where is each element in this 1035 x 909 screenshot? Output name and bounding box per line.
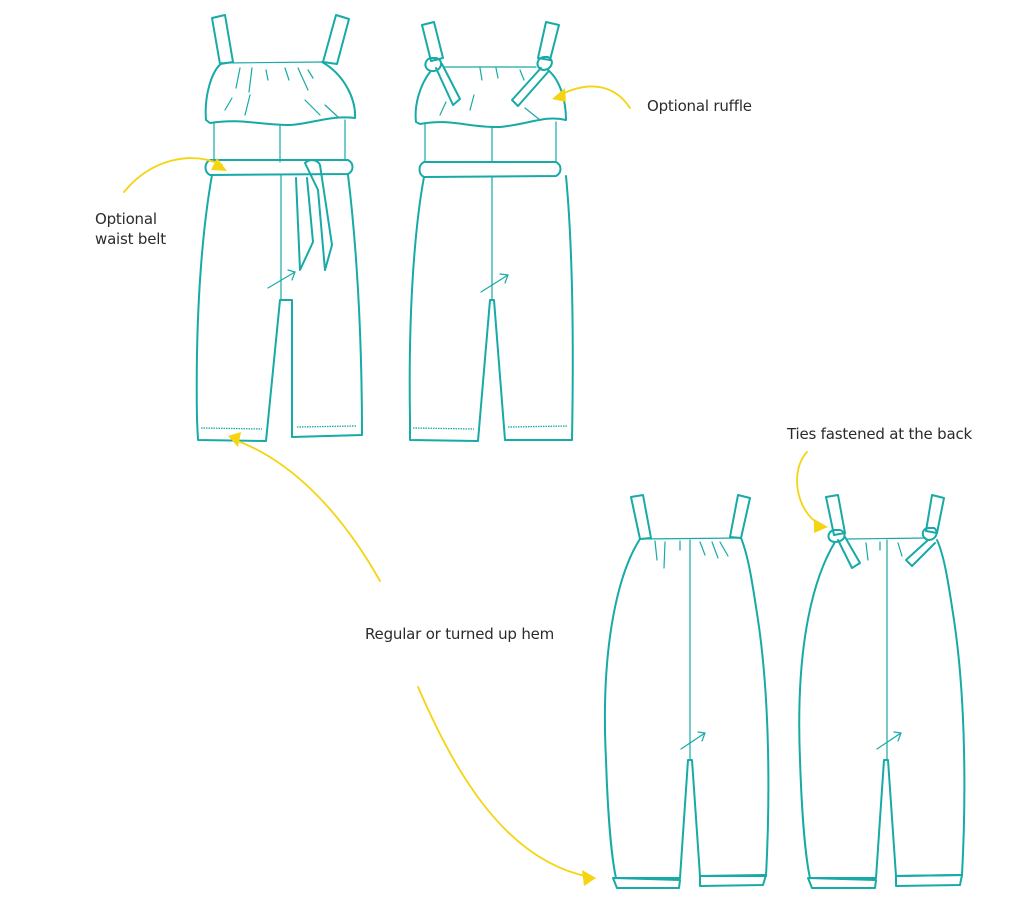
- hem-arrow-down: [417, 686, 591, 878]
- annotation-ties: Ties fastened at the back: [787, 425, 972, 443]
- romper-front-drawing: [603, 494, 770, 889]
- hem-arrow-up: [234, 439, 381, 582]
- annotation-waist-belt: Optional waist belt: [95, 210, 166, 248]
- jumpsuit-front-drawing: [195, 14, 363, 442]
- annotation-ruffle: Optional ruffle: [647, 97, 752, 115]
- arrowhead-icon: [211, 158, 227, 171]
- annotation-hem: Regular or turned up hem: [365, 625, 555, 643]
- arrowhead-icon: [582, 870, 596, 886]
- waist-belt-arrow: [123, 157, 223, 193]
- annotation-arrows: [123, 85, 828, 886]
- arrowhead-icon: [228, 432, 241, 447]
- jumpsuit-back-drawing: [408, 21, 574, 442]
- arrowhead-icon: [814, 519, 828, 533]
- ruffle-arrow: [559, 85, 631, 109]
- romper-back-drawing: [798, 494, 966, 889]
- ties-arrow: [796, 451, 821, 526]
- arrowhead-icon: [552, 88, 566, 102]
